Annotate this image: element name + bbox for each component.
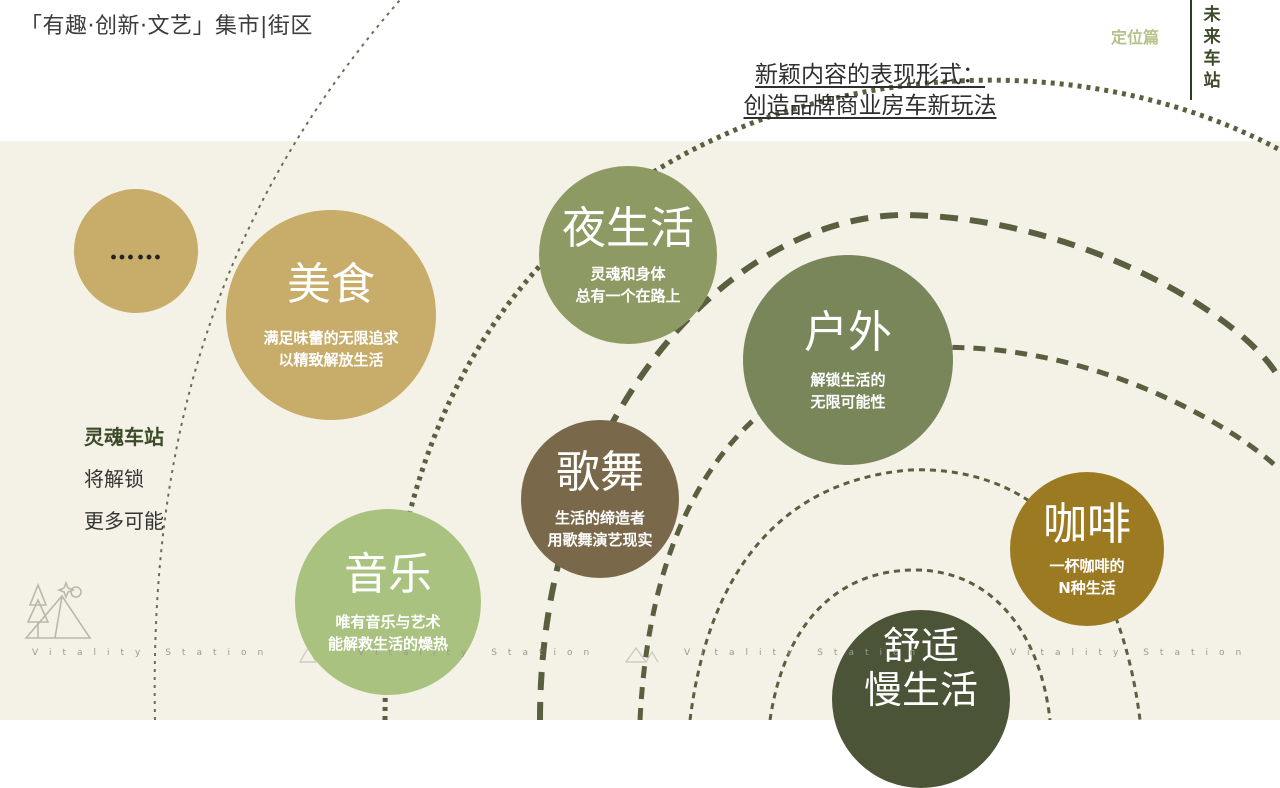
bubble-night-sub-1: 灵魂和身体	[590, 265, 666, 283]
side-caption-line-3: 更多可能	[84, 509, 164, 533]
bubble-more: ……	[74, 189, 198, 313]
section-tag: 定位篇	[1111, 28, 1160, 47]
bubble-night-sub-2: 总有一个在路上	[575, 287, 681, 305]
page-title: 「有趣·创新·文艺」集市|街区	[20, 14, 313, 39]
bubble-night-title: 夜生活	[562, 203, 694, 254]
bubble-coffee-title: 咖啡	[1043, 499, 1131, 550]
footer-watermark-3: Vitality Station	[684, 648, 927, 658]
bubble-dance-title: 歌舞	[556, 447, 644, 498]
bubble-food-title: 美食	[287, 259, 375, 310]
bubble-slow-life: 舒适 慢生活	[832, 610, 1010, 788]
vertical-divider	[1190, 0, 1192, 100]
side-caption-line-2: 将解锁	[84, 467, 144, 491]
footer-watermark-strip: Vitality Station Vitality Station Vitali…	[0, 648, 1280, 664]
arc-dashed-medium	[637, 344, 1280, 720]
headline: 新颖内容的表现形式： 创造品牌商业房车新玩法	[700, 60, 1040, 122]
headline-line-2: 创造品牌商业房车新玩法	[743, 93, 997, 119]
bubble-night: 夜生活 灵魂和身体 总有一个在路上	[539, 166, 717, 344]
footer-watermark-4: Vitality Station	[1010, 648, 1253, 658]
side-caption-line-1: 灵魂车站	[84, 425, 164, 449]
bubble-dance-sub-1: 生活的缔造者	[554, 509, 645, 527]
bubble-dance-sub-2: 用歌舞演艺现实	[547, 531, 653, 549]
bubble-music-sub-1: 唯有音乐与艺术	[335, 613, 441, 631]
bubble-music-sub-2: 能解救生活的燥热	[327, 635, 448, 653]
bubble-coffee: 咖啡 一杯咖啡的 N种生活	[1010, 472, 1164, 626]
side-caption: 灵魂车站 将解锁 更多可能	[84, 416, 164, 542]
bubble-outdoor: 户外 解锁生活的 无限可能性	[743, 255, 953, 465]
arc-dashed-big	[537, 211, 1280, 720]
arc-dashed-inner	[768, 568, 1052, 720]
bubble-slow-line-1: 舒适	[882, 624, 959, 668]
bubble-food: 美食 满足味蕾的无限追求 以精致解放生活	[226, 210, 436, 420]
bubble-music-title: 音乐	[344, 549, 432, 600]
headline-line-1: 新颖内容的表现形式：	[755, 62, 985, 88]
bubble-slow-line-2: 慢生活	[863, 668, 978, 712]
tent-tree-icon	[24, 580, 92, 639]
bubble-music: 音乐 唯有音乐与艺术 能解救生活的燥热	[295, 509, 481, 695]
footer-watermark-2: Vitality Station	[358, 648, 601, 658]
bubble-coffee-sub-1: 一杯咖啡的	[1049, 557, 1125, 575]
bubble-outdoor-sub-1: 解锁生活的	[810, 371, 886, 389]
bubble-more-title: ……	[109, 236, 163, 266]
bubble-outdoor-sub-2: 无限可能性	[810, 393, 886, 411]
bubble-food-sub-1: 满足味蕾的无限追求	[263, 329, 399, 347]
concentric-arcs	[24, 0, 1280, 720]
vertical-title: 未来车站	[1203, 5, 1221, 91]
bubble-dance: 歌舞 生活的缔造者 用歌舞演艺现实	[521, 420, 679, 578]
bubble-coffee-sub-2: N种生活	[1058, 579, 1116, 597]
bubble-food-sub-2: 以精致解放生活	[278, 351, 384, 369]
bubble-outdoor-title: 户外	[804, 307, 892, 358]
footer-watermark-1: Vitality Station	[32, 648, 275, 658]
